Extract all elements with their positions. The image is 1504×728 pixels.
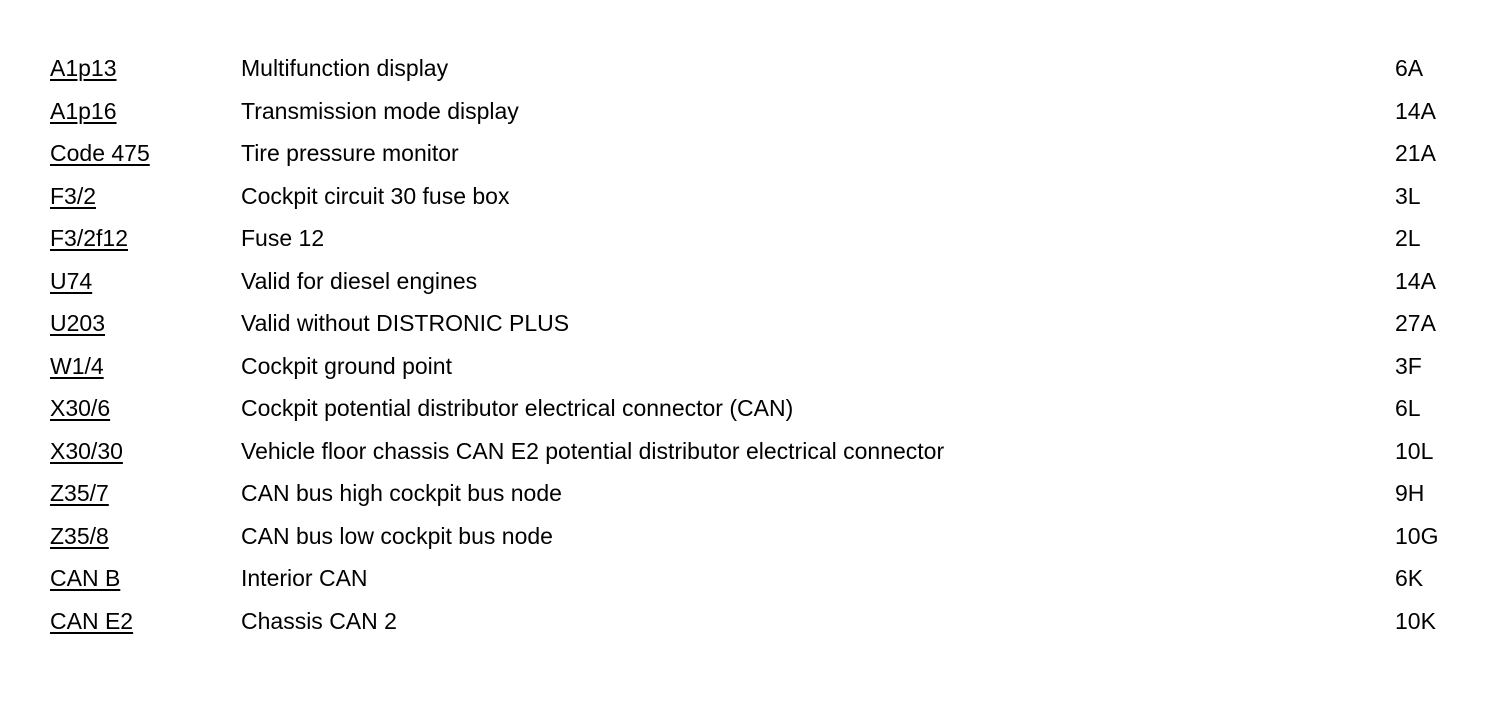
component-code-cell: U203 xyxy=(50,302,105,345)
component-description: CAN bus low cockpit bus node xyxy=(241,522,553,549)
component-code-link[interactable]: U203 xyxy=(50,310,105,336)
component-code-link[interactable]: X30/30 xyxy=(50,437,123,464)
component-code-cell: CAN E2 xyxy=(50,600,133,643)
component-description: Transmission mode display xyxy=(241,97,519,124)
component-code-link[interactable]: CAN B xyxy=(50,565,121,591)
legend-row: X30/6 Cockpit potential distributor elec… xyxy=(50,387,1450,430)
grid-location: 27A xyxy=(1395,310,1436,336)
grid-location: 3F xyxy=(1395,352,1422,379)
component-code-link[interactable]: W1/4 xyxy=(50,352,104,379)
grid-location: 6A xyxy=(1395,55,1424,81)
legend-row: A1p16 Transmission mode display 14A xyxy=(50,90,1450,133)
component-code-cell: Z35/7 xyxy=(50,472,109,515)
legend-row: W1/4 Cockpit ground point 3F xyxy=(50,345,1450,388)
legend-row: Code 475 Tire pressure monitor 21A xyxy=(50,132,1450,175)
component-description: Vehicle floor chassis CAN E2 potential d… xyxy=(241,437,945,464)
component-code-link[interactable]: X30/6 xyxy=(50,395,111,421)
legend-row: U203 Valid without DISTRONIC PLUS 27A xyxy=(50,302,1450,345)
component-code-cell: CAN B xyxy=(50,557,120,600)
component-code-cell: F3/2 xyxy=(50,175,96,218)
component-code-cell: Code 475 xyxy=(50,132,150,175)
grid-location: 14A xyxy=(1395,267,1436,294)
legend-row: F3/2 Cockpit circuit 30 fuse box 3L xyxy=(50,175,1450,218)
component-description: Interior CAN xyxy=(241,565,368,591)
grid-location: 21A xyxy=(1395,140,1436,166)
component-description: Fuse 12 xyxy=(241,225,325,251)
component-code-link[interactable]: F3/2f12 xyxy=(50,225,128,251)
grid-location: 6L xyxy=(1395,395,1421,421)
grid-location: 6K xyxy=(1395,565,1424,591)
legend-row: CAN B Interior CAN 6K xyxy=(50,557,1450,600)
grid-location: 3L xyxy=(1395,182,1421,209)
component-code-link[interactable]: U74 xyxy=(50,267,93,294)
grid-location: 10L xyxy=(1395,437,1434,464)
grid-location: 10G xyxy=(1395,522,1439,549)
component-description: Valid for diesel engines xyxy=(241,267,478,294)
component-description: CAN bus high cockpit bus node xyxy=(241,480,562,506)
legend-row: Z35/8 CAN bus low cockpit bus node 10G xyxy=(50,515,1450,558)
legend-row: CAN E2 Chassis CAN 2 10K xyxy=(50,600,1450,643)
component-code-cell: U74 xyxy=(50,260,92,303)
component-code-cell: X30/6 xyxy=(50,387,110,430)
component-code-link[interactable]: A1p16 xyxy=(50,97,117,124)
component-code-link[interactable]: CAN E2 xyxy=(50,607,134,634)
legend-row: Z35/7 CAN bus high cockpit bus node 9H xyxy=(50,472,1450,515)
legend-row: U74 Valid for diesel engines 14A xyxy=(50,260,1450,303)
legend-row: X30/30 Vehicle floor chassis CAN E2 pote… xyxy=(50,430,1450,473)
legend-row: F3/2f12 Fuse 12 2L xyxy=(50,217,1450,260)
component-code-link[interactable]: Z35/7 xyxy=(50,480,109,506)
component-description: Cockpit circuit 30 fuse box xyxy=(241,182,510,209)
component-description: Cockpit potential distributor electrical… xyxy=(241,395,794,421)
component-description: Chassis CAN 2 xyxy=(241,607,397,634)
component-legend-table: A1p13 Multifunction display 6A A1p16 Tra… xyxy=(50,47,1450,642)
component-code-cell: X30/30 xyxy=(50,430,123,473)
component-description: Tire pressure monitor xyxy=(241,140,459,166)
component-code-cell: Z35/8 xyxy=(50,515,109,558)
component-code-cell: W1/4 xyxy=(50,345,104,388)
grid-location: 9H xyxy=(1395,480,1425,506)
grid-location: 14A xyxy=(1395,97,1436,124)
component-code-link[interactable]: A1p13 xyxy=(50,55,117,81)
component-code-cell: A1p16 xyxy=(50,90,117,133)
component-code-cell: A1p13 xyxy=(50,47,117,90)
component-code-link[interactable]: Z35/8 xyxy=(50,522,109,549)
grid-location: 2L xyxy=(1395,225,1421,251)
legend-row: A1p13 Multifunction display 6A xyxy=(50,47,1450,90)
grid-location: 10K xyxy=(1395,607,1436,634)
component-code-link[interactable]: Code 475 xyxy=(50,140,150,166)
component-code-cell: F3/2f12 xyxy=(50,217,128,260)
component-description: Cockpit ground point xyxy=(241,352,452,379)
component-code-link[interactable]: F3/2 xyxy=(50,182,97,209)
component-description: Multifunction display xyxy=(241,55,449,81)
component-description: Valid without DISTRONIC PLUS xyxy=(241,310,570,336)
